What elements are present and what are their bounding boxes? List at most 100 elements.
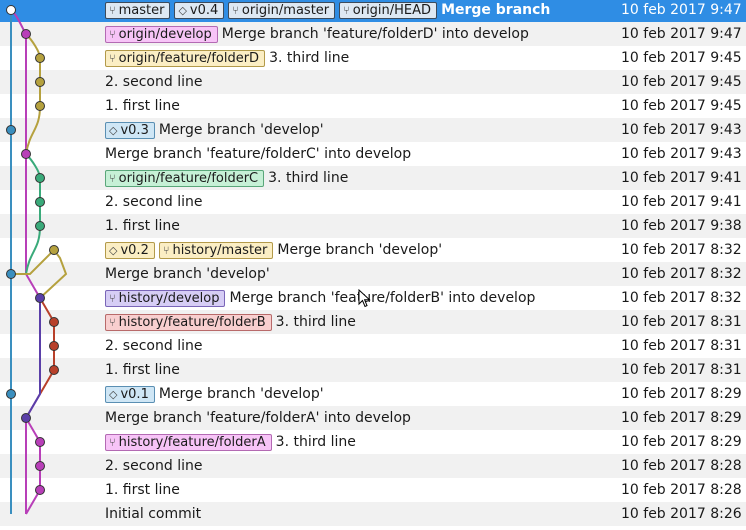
commit-row[interactable]: 2. second line 10 feb 2017 9:41 [0, 190, 746, 214]
commit-message: 1. first line [105, 362, 180, 378]
branch-icon: ⑂ [343, 3, 350, 17]
commit-description: 2. second line [105, 190, 202, 214]
branch-icon: ⑂ [109, 315, 116, 329]
branch-badge[interactable]: ⑂history/feature/folderA [105, 433, 272, 451]
tag-badge[interactable]: ◇v0.2 [105, 241, 155, 259]
ref-label: origin/HEAD [352, 2, 432, 18]
commit-message: 2. second line [105, 74, 203, 90]
commit-date: 10 feb 2017 9:41 [621, 170, 742, 186]
commit-row[interactable]: 1. first line 10 feb 2017 8:28 [0, 478, 746, 502]
ref-label: origin/develop [118, 26, 212, 42]
commit-message: Merge branch 'develop' [158, 386, 324, 402]
commit-description: 1. first line [105, 478, 180, 502]
ref-label: history/develop [118, 290, 220, 306]
commit-date: 10 feb 2017 9:43 [621, 122, 742, 138]
commit-row[interactable]: 1. first line 10 feb 2017 9:38 [0, 214, 746, 238]
commit-message: Merge branch 'feature/folderD' into deve… [221, 26, 529, 42]
commit-description: Merge branch 'feature/folderC' into deve… [105, 142, 411, 166]
ref-label: history/master [172, 242, 268, 258]
tag-badge[interactable]: ◇v0.4 [174, 1, 225, 19]
branch-badge[interactable]: ⑂origin/feature/folderC [105, 169, 265, 187]
commit-message: Initial commit [105, 506, 202, 522]
commit-date: 10 feb 2017 8:32 [621, 266, 742, 282]
branch-badge[interactable]: ⑂history/master [158, 241, 274, 259]
ref-label: v0.1 [120, 386, 149, 402]
commit-message: Merge branch [441, 2, 551, 18]
commit-description: Initial commit [105, 502, 201, 526]
commit-date: 10 feb 2017 9:47 [621, 26, 742, 42]
commit-row[interactable]: Merge branch 'develop'10 feb 2017 8:32 [0, 262, 746, 286]
commit-date: 10 feb 2017 8:26 [621, 506, 742, 522]
tag-icon: ◇ [109, 243, 118, 257]
commit-date: 10 feb 2017 8:31 [621, 314, 742, 330]
ref-label: origin/master [241, 2, 330, 18]
branch-badge[interactable]: ⑂origin/master [228, 1, 336, 19]
commit-row[interactable]: 2. second line 10 feb 2017 8:28 [0, 454, 746, 478]
branch-badge[interactable]: ⑂history/feature/folderB [105, 313, 272, 331]
commit-message: 3. third line [269, 50, 350, 66]
branch-badge[interactable]: ⑂origin/HEAD [339, 1, 438, 19]
commit-date: 10 feb 2017 8:28 [621, 458, 742, 474]
branch-badge[interactable]: ⑂master [105, 1, 171, 19]
commit-message: 2. second line [105, 338, 203, 354]
commit-message: 1. first line [105, 482, 180, 498]
commit-row[interactable]: 2. second line 10 feb 2017 9:45 [0, 70, 746, 94]
tag-badge[interactable]: ◇v0.3 [105, 121, 155, 139]
commit-date: 10 feb 2017 9:38 [621, 218, 742, 234]
branch-badge[interactable]: ⑂history/develop [105, 289, 226, 307]
commit-message: 2. second line [105, 194, 203, 210]
ref-label: history/feature/folderA [118, 434, 266, 450]
commit-date: 10 feb 2017 9:45 [621, 74, 742, 90]
tag-icon: ◇ [109, 387, 118, 401]
branch-badge[interactable]: ⑂origin/develop [105, 25, 218, 43]
commit-row[interactable]: Initial commit 10 feb 2017 8:26 [0, 502, 746, 526]
ref-label: origin/feature/folderC [118, 170, 259, 186]
commit-row[interactable]: Merge branch 'feature/folderA' into deve… [0, 406, 746, 430]
commit-date: 10 feb 2017 8:28 [621, 482, 742, 498]
commit-date: 10 feb 2017 9:43 [621, 146, 742, 162]
commit-message: Merge branch 'feature/folderC' into deve… [105, 146, 412, 162]
commit-row[interactable]: Merge branch 'feature/folderC' into deve… [0, 142, 746, 166]
commit-message: 3. third line [268, 170, 349, 186]
commit-message: 1. first line [105, 218, 180, 234]
commit-message: 3. third line [275, 434, 356, 450]
commit-date: 10 feb 2017 8:29 [621, 434, 742, 450]
branch-icon: ⑂ [232, 3, 239, 17]
commit-date: 10 feb 2017 9:45 [621, 98, 742, 114]
commit-description: 2. second line [105, 334, 202, 358]
commit-date: 10 feb 2017 8:29 [621, 410, 742, 426]
commit-description: 2. second line [105, 454, 202, 478]
commit-date: 10 feb 2017 8:29 [621, 386, 742, 402]
tag-icon: ◇ [109, 123, 118, 137]
branch-badge[interactable]: ⑂origin/feature/folderD [105, 49, 266, 67]
commit-description: 2. second line [105, 70, 202, 94]
branch-icon: ⑂ [109, 171, 116, 185]
commit-message: 2. second line [105, 458, 203, 474]
commit-date: 10 feb 2017 9:41 [621, 194, 742, 210]
ref-label: master [118, 2, 165, 18]
tag-badge[interactable]: ◇v0.1 [105, 385, 155, 403]
commit-description: 1. first line [105, 214, 180, 238]
commit-message: Merge branch 'feature/folderB' into deve… [229, 290, 536, 306]
commit-message: Merge branch 'develop' [277, 242, 443, 258]
branch-icon: ⑂ [109, 27, 116, 41]
